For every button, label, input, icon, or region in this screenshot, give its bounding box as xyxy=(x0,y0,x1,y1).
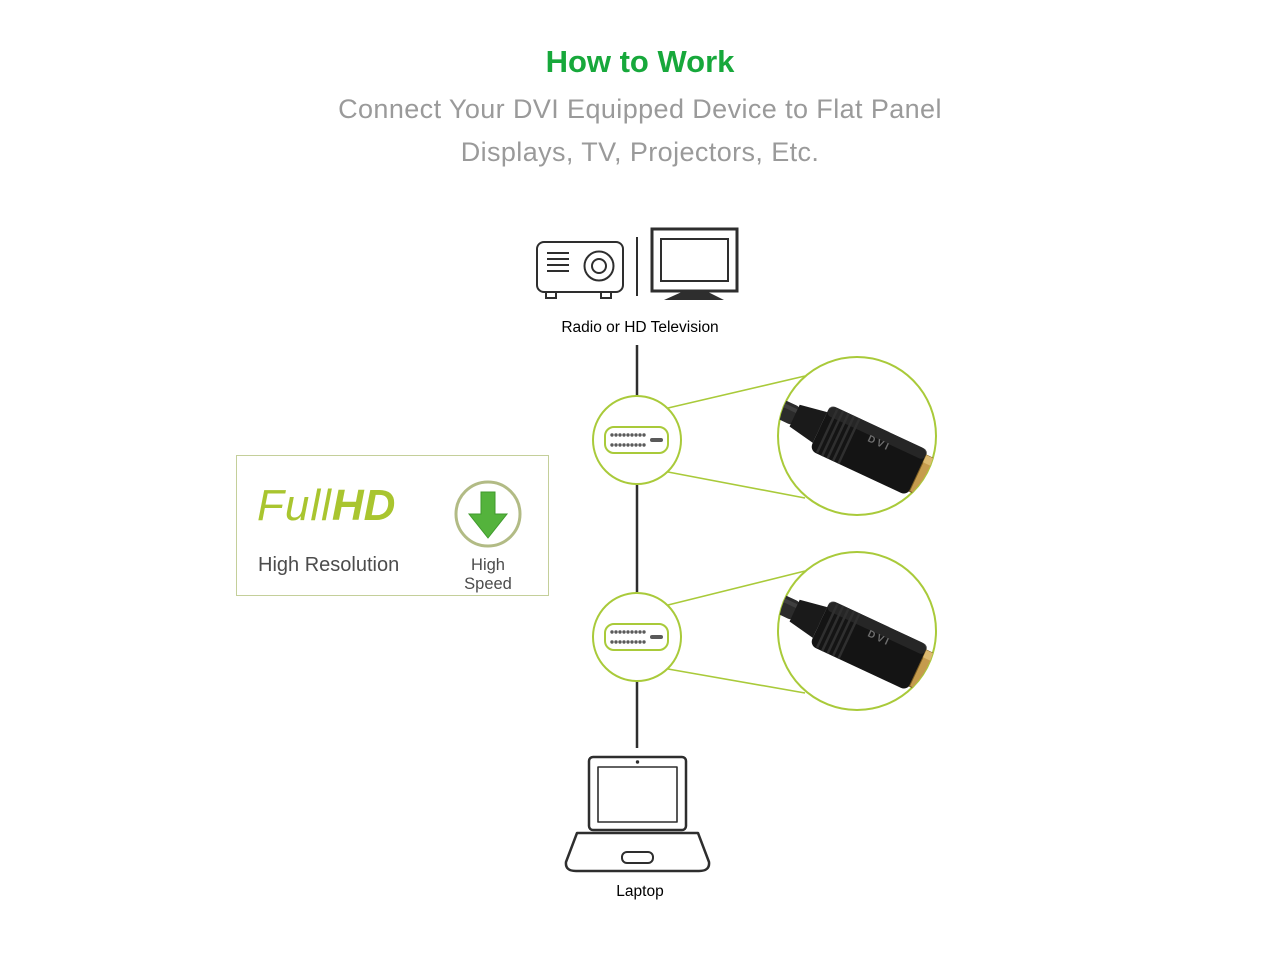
magnify-cone-2 xyxy=(667,570,806,694)
fullhd-logo: FullHD xyxy=(257,484,395,528)
subtitle-line-1: Connect Your DVI Equipped Device to Flat… xyxy=(338,94,942,124)
dvi-port-callout-1 xyxy=(592,395,682,485)
laptop-label: Laptop xyxy=(616,883,664,900)
high-speed-arrow-icon xyxy=(454,480,522,548)
magnify-cone-1 xyxy=(667,375,806,499)
high-resolution-label: High Resolution xyxy=(258,554,400,576)
display-device-label: Radio or HD Television xyxy=(561,319,719,336)
dvi-plug-circle-2: DVI xyxy=(777,551,937,711)
fullhd-logo-hd: HD xyxy=(331,481,396,530)
feature-box: FullHD High Resolution High Speed xyxy=(236,455,549,596)
projector-icon xyxy=(536,241,624,299)
page-title: How to Work xyxy=(545,44,735,79)
laptop-icon xyxy=(564,755,711,873)
dvi-port-callout-2 xyxy=(592,592,682,682)
fullhd-logo-full: Full xyxy=(257,481,332,530)
subtitle-line-2: Displays, TV, Projectors, Etc. xyxy=(460,137,820,167)
dvi-plug-circle-1: DVI xyxy=(777,356,937,516)
high-speed-label: High Speed xyxy=(464,556,512,593)
tv-icon xyxy=(650,227,739,300)
